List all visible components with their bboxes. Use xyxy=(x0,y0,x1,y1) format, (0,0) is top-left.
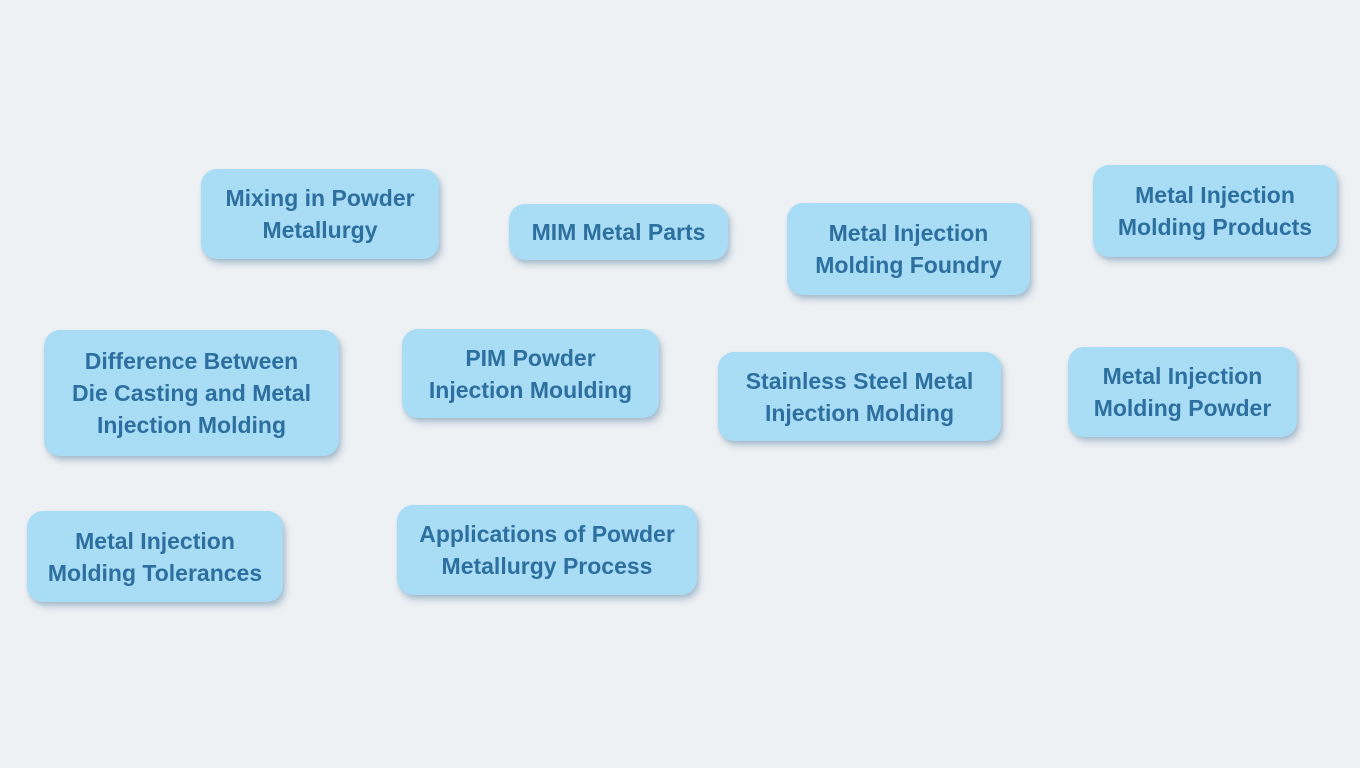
topic-card-stainless-steel-metal-injection-molding[interactable]: Stainless Steel Metal Injection Molding xyxy=(718,352,1001,441)
topic-card-mixing-in-powder-metallurgy[interactable]: Mixing in Powder Metallurgy xyxy=(201,169,439,259)
topic-card-label: Metal Injection Molding Products xyxy=(1117,182,1313,240)
topic-card-metal-injection-molding-foundry[interactable]: Metal Injection Molding Foundry xyxy=(787,203,1030,295)
topic-card-label: Metal Injection Molding Tolerances xyxy=(47,527,263,586)
topic-card-label: PIM Powder Injection Moulding xyxy=(428,344,633,403)
topic-card-label: Stainless Steel Metal Injection Molding xyxy=(745,367,974,426)
topic-card-label: Mixing in Powder Metallurgy xyxy=(225,185,415,243)
topic-card-label: MIM Metal Parts xyxy=(531,219,706,245)
topic-card-pim-powder-injection-moulding[interactable]: PIM Powder Injection Moulding xyxy=(402,329,659,418)
topic-card-label: Applications of Powder Metallurgy Proces… xyxy=(419,521,675,579)
topic-card-label: Difference Between Die Casting and Metal… xyxy=(72,348,311,438)
topic-card-label: Metal Injection Molding Powder xyxy=(1093,363,1272,421)
topic-card-metal-injection-molding-powder[interactable]: Metal Injection Molding Powder xyxy=(1068,347,1297,437)
topic-card-difference-die-casting-vs-mim[interactable]: Difference Between Die Casting and Metal… xyxy=(44,330,339,456)
topic-card-metal-injection-molding-products[interactable]: Metal Injection Molding Products xyxy=(1093,165,1337,257)
topic-card-metal-injection-molding-tolerances[interactable]: Metal Injection Molding Tolerances xyxy=(27,511,283,602)
topic-card-label: Metal Injection Molding Foundry xyxy=(815,220,1002,278)
topic-card-mim-metal-parts[interactable]: MIM Metal Parts xyxy=(509,204,728,260)
topic-card-applications-of-powder-metallurgy-process[interactable]: Applications of Powder Metallurgy Proces… xyxy=(397,505,697,595)
